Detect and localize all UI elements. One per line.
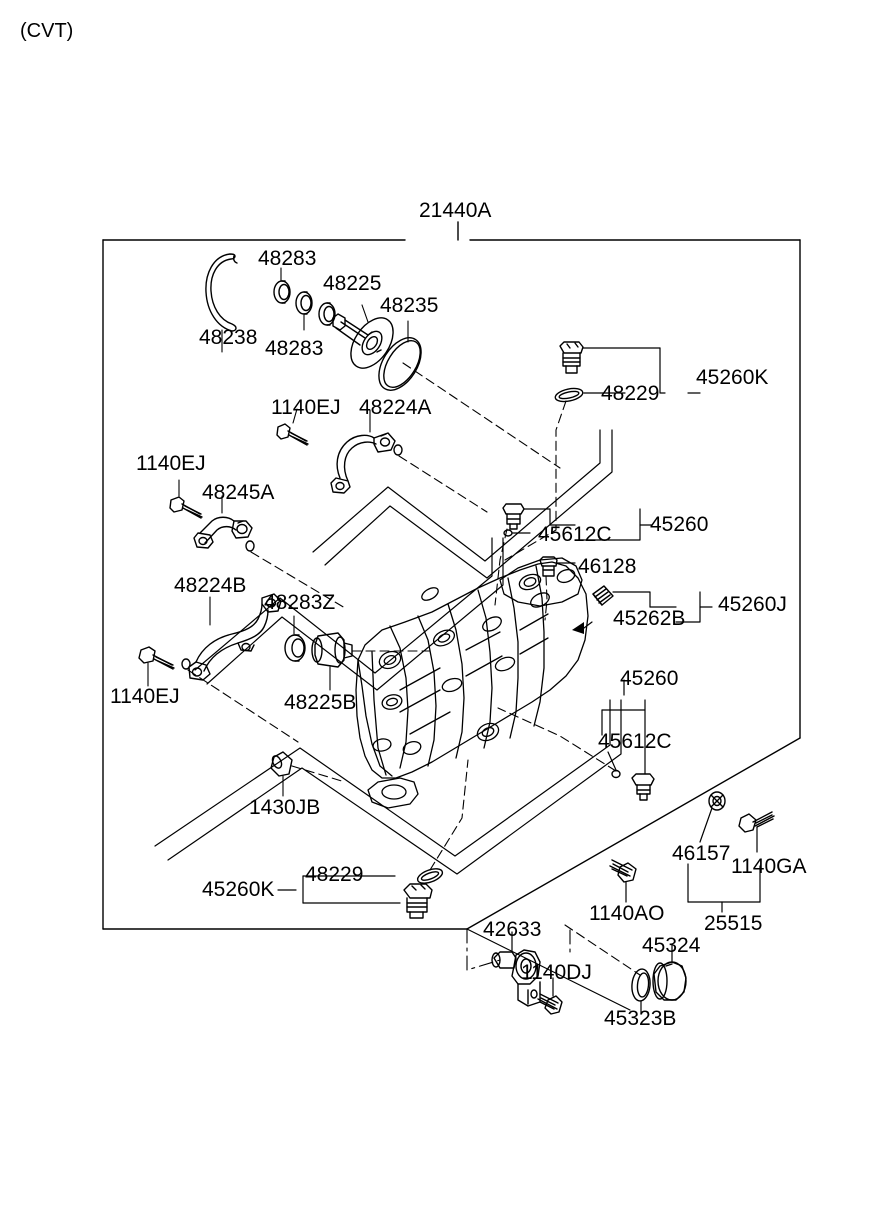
dash-1430jb <box>291 765 346 783</box>
bottom-detail-frame <box>466 928 631 1011</box>
label-45262b: 45262B <box>613 607 686 630</box>
part-48224a-pipe <box>330 432 396 494</box>
part-plug-45260k-bottom <box>403 883 433 919</box>
part-48245a-bracket <box>193 516 253 549</box>
part-48238-snap-ring <box>205 253 238 332</box>
label-48224b: 48224B <box>174 574 247 597</box>
dash-45612c-lower <box>497 707 617 772</box>
label-48245a: 48245A <box>202 481 275 504</box>
bottom-detail-guides <box>466 928 571 971</box>
label-48283z: 48283Z <box>264 591 336 614</box>
label-48229-top: 48229 <box>601 382 660 405</box>
label-48225: 48225 <box>323 272 382 295</box>
part-1140ej-bolt-3 <box>138 646 175 670</box>
label-48283-lower: 48283 <box>265 337 324 360</box>
label-45323b: 45323B <box>604 1007 677 1030</box>
part-48229-gasket-bottom <box>416 868 444 884</box>
label-45260-lower: 45260 <box>620 667 679 690</box>
leader-washer-45612c-lower <box>607 751 617 771</box>
bracket-45260j-b <box>675 591 701 623</box>
part-1140ej-bolt-1 <box>276 423 309 446</box>
part-46128-plug <box>539 556 558 577</box>
part-48225-shaft <box>332 313 394 369</box>
label-42633: 42633 <box>483 918 542 941</box>
part-1140ao-bolt <box>609 859 637 883</box>
label-48238: 48238 <box>199 326 258 349</box>
part-washer-48245a <box>245 540 255 552</box>
label-1140ej-3: 1140EJ <box>110 685 180 708</box>
part-48283-oring-lower <box>295 291 336 326</box>
dash-48224b <box>187 669 299 743</box>
label-45260j: 45260J <box>718 593 787 616</box>
part-48283z-oring <box>284 634 306 662</box>
dash-48224a <box>398 455 488 513</box>
dash-48229-top <box>504 400 567 561</box>
label-45260k-bottom: 45260K <box>202 878 275 901</box>
guide-band-bottom <box>154 699 622 875</box>
label-46128: 46128 <box>578 555 637 578</box>
label-45260k-top: 45260K <box>696 366 769 389</box>
dash-46128 <box>544 575 548 621</box>
part-48229-gasket-top <box>554 387 584 403</box>
part-45323b-seal <box>631 968 651 1002</box>
guide-band-upper <box>312 429 613 579</box>
label-45324: 45324 <box>642 934 701 957</box>
transaxle-case-body <box>355 557 589 809</box>
label-48283-upper: 48283 <box>258 247 317 270</box>
leader-1140ej-1 <box>292 408 298 424</box>
label-48235: 48235 <box>380 294 439 317</box>
label-1430jb: 1430JB <box>249 796 321 819</box>
label-25515: 25515 <box>704 912 763 935</box>
label-1140dj: 1140DJ <box>521 961 592 984</box>
label-48224a: 48224A <box>359 396 432 419</box>
part-plug-45260k-top <box>559 341 584 374</box>
dash-45612c-upper <box>494 528 508 606</box>
label-45612c-upper: 45612C <box>538 523 612 546</box>
label-48225b: 48225B <box>284 691 357 714</box>
label-45612c-lower: 45612C <box>598 730 672 753</box>
part-washer-48224b <box>181 658 191 670</box>
leader-48225 <box>361 304 369 323</box>
bracket-45260k-top <box>659 347 666 394</box>
assembly-frame <box>102 221 801 930</box>
label-21440a: 21440A <box>419 199 492 222</box>
label-1140ao: 1140AO <box>589 902 665 925</box>
page-heading: (CVT) <box>20 20 74 42</box>
arrow-45262b <box>572 622 584 634</box>
part-1140ej-bolt-2 <box>169 496 203 519</box>
leader-46157 <box>699 807 713 843</box>
part-48235-disc <box>378 337 422 391</box>
guide-band-lower <box>194 537 504 691</box>
bracket-45260-upper-b <box>574 508 641 541</box>
part-45612c-plug-upper <box>502 503 525 530</box>
dash-48235 <box>402 362 561 469</box>
label-45260-upper: 45260 <box>650 513 709 536</box>
part-45612c-plug-lower <box>631 773 655 801</box>
part-46157-washer <box>708 791 726 811</box>
dash-48245a <box>250 551 346 609</box>
part-45262b-spring-pin <box>592 585 614 606</box>
dash-45323b-link <box>564 924 641 976</box>
part-1140ga-bolt <box>738 811 775 833</box>
dash-48229-bottom <box>429 759 469 871</box>
part-45324-cap <box>652 961 687 1001</box>
part-1140dj-bolt <box>537 993 563 1015</box>
part-washer-48224a <box>393 444 403 456</box>
part-washer-45612c-upper <box>503 529 513 537</box>
label-48229-bottom: 48229 <box>305 863 364 886</box>
label-1140ga: 1140GA <box>731 855 807 878</box>
leader-45612c-upper <box>523 508 551 526</box>
part-48283-oring-upper <box>273 280 291 304</box>
label-1140ej-2: 1140EJ <box>136 452 206 475</box>
label-46157: 46157 <box>672 842 731 865</box>
label-1140ej-1: 1140EJ <box>271 396 341 419</box>
leader-45262b <box>612 591 651 608</box>
part-48224b-pipe <box>188 593 282 681</box>
part-1430jb-pin <box>270 751 293 777</box>
part-42633-sensor <box>491 949 541 1007</box>
